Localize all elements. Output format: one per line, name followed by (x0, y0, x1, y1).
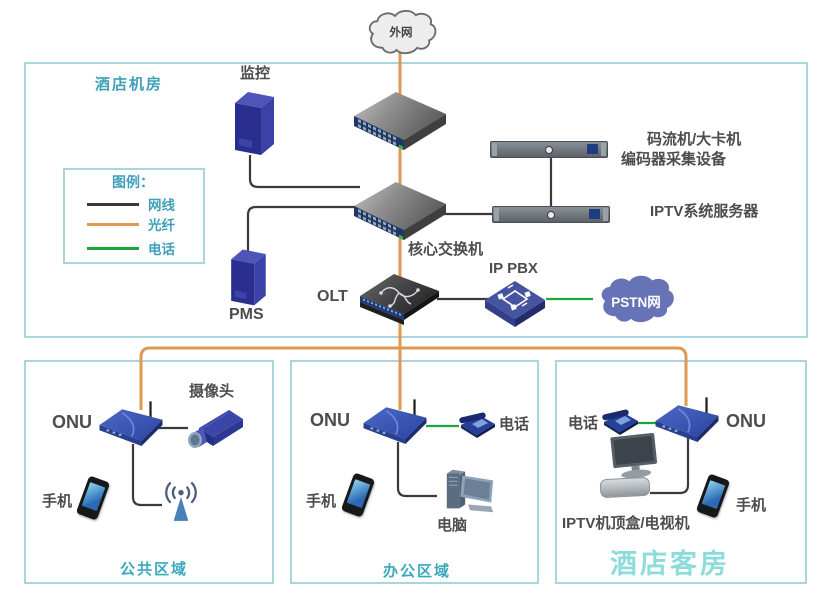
legend-phone-label: 电话 (148, 242, 175, 257)
cloud-icon (368, 9, 437, 55)
guest-telephone-label: 电话 (568, 415, 599, 432)
office-deskphone-icon (459, 412, 495, 438)
guest-stb-icon (599, 476, 651, 499)
guest-room-box (555, 360, 807, 584)
office-pc-icon (446, 469, 494, 513)
rack-module-icon (589, 209, 600, 219)
legend-title: 图例： (112, 174, 154, 190)
machine-room-title: 酒店机房 (95, 76, 164, 93)
public-mobile-label: 手机 (42, 493, 73, 510)
netline-onu3-to-stb (650, 434, 690, 495)
fiber-swatch (87, 222, 139, 226)
encoder-label-line1: 码流机/大卡机 (647, 131, 742, 148)
pstn-cloud-label: PSTN网 (611, 295, 661, 310)
ippbx-label: IP PBX (489, 260, 538, 277)
olt-label: OLT (317, 288, 348, 305)
netline-monitor-to-core (248, 155, 360, 189)
olt-icon (360, 274, 439, 325)
guest-stb-label: IPTV机顶盒/电视机 (562, 515, 690, 532)
office-telephone-label: 电话 (499, 416, 530, 433)
phoneline-swatch (87, 246, 139, 250)
guest-deskphone-icon (602, 409, 638, 435)
pms-label: PMS (229, 306, 264, 323)
public-camera-label: 摄像头 (189, 383, 235, 400)
external-network-cloud: 外网 (364, 8, 438, 58)
monitor-server-icon (235, 92, 274, 155)
rack-ear (494, 208, 499, 221)
legend-row-fiber: 光纤 (63, 217, 175, 233)
uplink-switch-icon (354, 92, 446, 150)
guest-mobile-label: 手机 (736, 497, 767, 514)
iptv-server-icon (492, 206, 610, 223)
legend-fiber-label: 光纤 (148, 218, 175, 233)
rack-hub-icon (547, 210, 555, 219)
rack-ear (603, 208, 608, 221)
rack-ear (492, 143, 497, 156)
legend-row-phone: 电话 (63, 241, 175, 257)
office-onu-icon (363, 399, 427, 444)
machine-room-box (24, 62, 808, 338)
iptv-server-label: IPTV系统服务器 (650, 203, 759, 220)
office-area-box (290, 360, 539, 584)
public-area-title: 公共区域 (120, 561, 189, 578)
monitor-server-label: 监控 (240, 65, 271, 82)
public-onu-icon (99, 401, 163, 446)
public-area-box (24, 360, 274, 584)
office-area-title: 办公区域 (383, 563, 452, 580)
office-mobile-label: 手机 (306, 493, 337, 510)
pstn-cloud: PSTN网 (590, 274, 682, 326)
core-switch-label: 核心交换机 (408, 241, 484, 258)
rack-module-icon (587, 144, 598, 154)
ippbx-icon (485, 281, 545, 327)
cloud-icon (601, 275, 674, 323)
netline-onu2-to-pc (396, 442, 437, 498)
encoder-label-line2: 编码器采集设备 (621, 151, 727, 168)
guest-room-title: 酒店客房 (610, 549, 730, 579)
rack-ear (601, 143, 606, 156)
office-onu-label: ONU (310, 410, 350, 430)
guest-onu-icon (655, 397, 719, 442)
camera-icon (188, 410, 243, 448)
netline-swatch (87, 202, 139, 206)
netline-onu1-to-wifi (131, 444, 162, 507)
rack-hub-icon (545, 145, 553, 154)
legend-box (63, 168, 205, 264)
encoder-server-icon (490, 141, 608, 158)
pms-server-icon (231, 249, 266, 306)
netline-pms-to-core (246, 205, 360, 256)
office-pc-label: 电脑 (437, 517, 468, 534)
fiber-branch-line (139, 346, 688, 410)
external-cloud-label: 外网 (389, 27, 413, 39)
legend-row-netline: 网线 (63, 197, 175, 213)
core-switch-icon (354, 182, 446, 240)
legend-netline-label: 网线 (148, 198, 175, 213)
public-onu-label: ONU (52, 412, 92, 432)
guest-tv-icon (610, 433, 658, 479)
guest-onu-label: ONU (726, 411, 766, 431)
wifi-antenna-icon (165, 482, 197, 521)
